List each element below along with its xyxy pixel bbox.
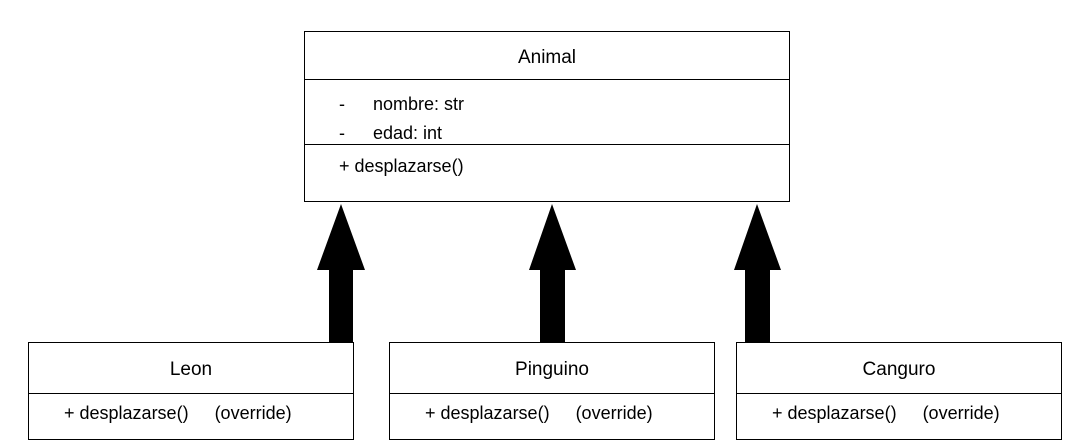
- class-pinguino: Pinguino + desplazarse() (override): [389, 342, 715, 440]
- method-row: + desplazarse(): [339, 156, 464, 176]
- class-animal: Animal - nombre: str - edad: int + despl…: [304, 31, 790, 202]
- class-name: Canguro: [862, 359, 936, 380]
- method-row: + desplazarse() (override): [425, 398, 714, 428]
- divider: [29, 393, 353, 394]
- methods-section: + desplazarse() (override): [29, 394, 353, 428]
- method-note: (override): [575, 403, 653, 423]
- methods-section: + desplazarse() (override): [390, 394, 714, 428]
- arrow-canguro-to-animal: [734, 204, 781, 343]
- class-name: Pinguino: [515, 359, 589, 380]
- arrow-pinguino-to-animal: [529, 204, 576, 343]
- method-note: (override): [214, 403, 292, 423]
- attribute-text: nombre: str: [373, 94, 465, 114]
- attribute-text: edad: int: [373, 123, 443, 143]
- attribute-row: - nombre: str: [339, 90, 789, 119]
- attribute-row: - edad: int: [339, 119, 789, 148]
- divider: [305, 144, 789, 145]
- methods-section: + desplazarse(): [305, 145, 789, 181]
- method-signature: + desplazarse(): [64, 403, 189, 423]
- arrow-leon-to-animal: [317, 204, 365, 343]
- visibility-marker: -: [339, 94, 345, 114]
- class-leon: Leon + desplazarse() (override): [28, 342, 354, 440]
- divider: [737, 393, 1061, 394]
- method-note: (override): [922, 403, 1000, 423]
- method-row: + desplazarse() (override): [64, 398, 353, 428]
- attributes-section: - nombre: str - edad: int: [305, 80, 789, 144]
- class-name: Leon: [169, 359, 213, 380]
- method-signature: + desplazarse(): [772, 403, 897, 423]
- visibility-marker: -: [339, 123, 345, 143]
- methods-section: + desplazarse() (override): [737, 394, 1061, 428]
- divider: [390, 393, 714, 394]
- class-canguro: Canguro + desplazarse() (override): [736, 342, 1062, 440]
- divider: [305, 79, 789, 80]
- method-row: + desplazarse() (override): [772, 398, 1061, 428]
- class-name: Animal: [517, 47, 577, 68]
- method-signature: + desplazarse(): [425, 403, 550, 423]
